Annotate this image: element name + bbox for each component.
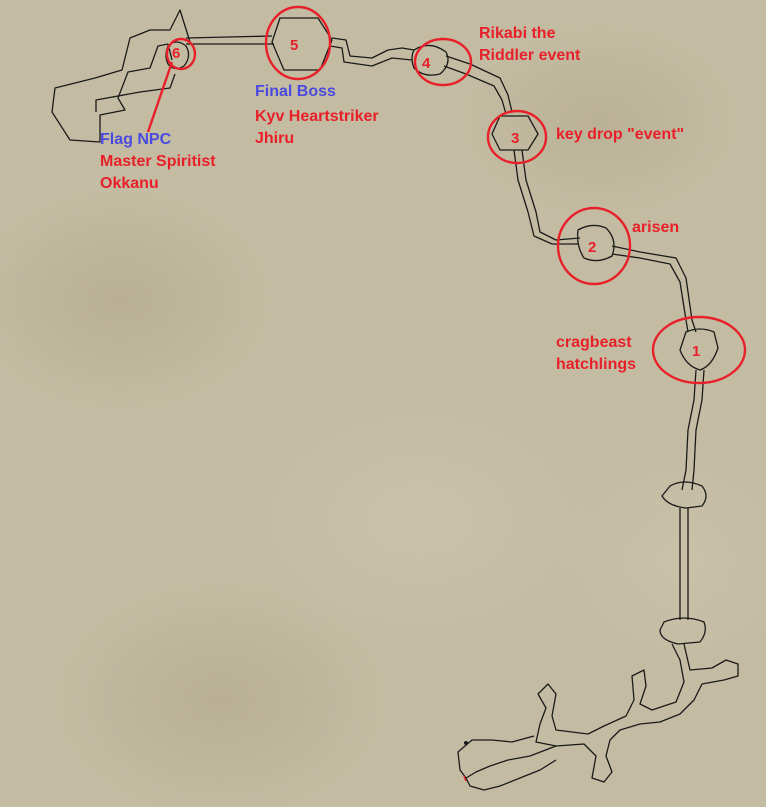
corridor-2-1	[611, 245, 697, 333]
room-6-outline	[165, 41, 190, 70]
flag-npc-label: Flag NPC	[100, 131, 172, 148]
junction-room-upper	[661, 481, 707, 509]
marker-5-circle	[264, 5, 332, 81]
room-1-outline	[679, 328, 719, 371]
west-loop-inner	[95, 43, 176, 112]
cave-tail	[465, 759, 557, 791]
marker-6-number: 6	[172, 45, 180, 62]
marker-6-circle	[165, 37, 197, 71]
west-loop	[51, 9, 191, 143]
rikabi-label-line1: Rikabi the	[479, 25, 556, 42]
marker-3-number: 3	[511, 130, 519, 147]
corridor-4-3	[443, 55, 513, 115]
kyv-heartstriker-label: Kyv Heartstriker	[255, 108, 379, 125]
room-3-outline	[491, 115, 539, 151]
master-spiritist-label: Master Spiritist	[100, 153, 216, 170]
corridor-6-5	[185, 35, 274, 45]
marker-4-number: 4	[422, 55, 431, 72]
small-dot-marker	[464, 741, 468, 745]
flag-npc-pointer	[146, 61, 174, 133]
room-2-outline	[576, 224, 615, 262]
room-5-outline	[271, 17, 333, 71]
corridor-south	[681, 369, 705, 491]
marker-5-number: 5	[290, 37, 298, 54]
jhiru-label: Jhiru	[255, 130, 295, 147]
marker-1-number: 1	[692, 343, 700, 360]
room-4-outline	[411, 44, 449, 76]
marker-4-circle	[413, 37, 473, 87]
corridor-long	[679, 508, 689, 620]
marker-3-circle	[486, 109, 548, 165]
cragbeast-label-line1: cragbeast	[556, 334, 632, 351]
marker-2-circle	[556, 206, 632, 286]
corridor-3-2	[513, 149, 581, 245]
small-red-tick	[463, 775, 467, 782]
cave-network	[535, 643, 739, 783]
final-boss-label: Final Boss	[255, 83, 336, 100]
corridor-5-4	[329, 37, 415, 67]
key-drop-label: key drop "event"	[556, 126, 685, 143]
marker-2-number: 2	[588, 239, 596, 256]
okkanu-label: Okkanu	[100, 175, 159, 192]
junction-room-lower	[659, 617, 706, 645]
marker-1-circle	[651, 315, 747, 385]
cragbeast-label-line2: hatchlings	[556, 356, 637, 373]
cave-west-branch	[457, 735, 557, 779]
rikabi-label-line2: Riddler event	[479, 47, 581, 64]
arisen-label: arisen	[632, 219, 680, 236]
